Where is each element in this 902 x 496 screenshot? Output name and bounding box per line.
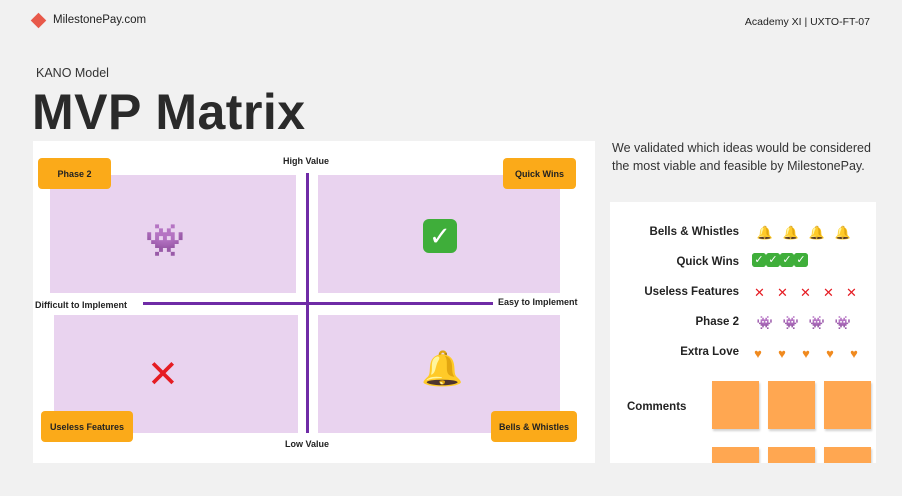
section-eyebrow: KANO Model [36,66,109,80]
legend-row-quick-wins: Quick Wins ✓ ✓ ✓ ✓ [610,253,876,273]
horizontal-axis [143,302,493,305]
cross-mark-icon: ✕ [800,285,811,300]
bell-icon: 🔔 [756,225,774,240]
sticky-note[interactable] [712,447,759,463]
bell-icon: 🔔 [808,225,826,240]
page-title: MVP Matrix [32,84,306,140]
legend-label: Extra Love [680,346,739,358]
mvp-matrix: High Value Low Value Difficult to Implem… [33,141,595,463]
check-mark-glyph: ✓ [794,253,808,267]
legend-row-useless-features: Useless Features ✕ ✕ ✕ ✕ ✕ [610,283,876,303]
cross-mark-icon: ✕ [147,354,179,396]
check-mark-icon: ✓ [423,219,457,253]
bell-icon: 🔔 [421,350,464,388]
tag-phase-2: Phase 2 [38,158,111,189]
tag-bells-whistles: Bells & Whistles [491,411,577,442]
check-mark-icon: ✓ [766,253,780,267]
alien-monster-icon: 👾 [808,315,826,330]
tag-quick-wins: Quick Wins [503,158,576,189]
brand-logo[interactable]: MilestonePay.com [30,12,147,28]
heart-icon: ♥ [754,345,762,361]
legend-label: Bells & Whistles [649,226,739,238]
sticky-note[interactable] [768,447,815,463]
legend-label: Quick Wins [676,256,739,268]
alien-monster-icon: 👾 [145,222,185,258]
heart-icon: ♥ [778,345,786,361]
axis-label-easy: Easy to Implement [498,297,578,307]
legend-label: Phase 2 [695,316,739,328]
axis-label-high-value: High Value [283,156,330,166]
cross-mark-icon: ✕ [754,285,765,300]
cross-mark-icon: ✕ [846,285,857,300]
sticky-note[interactable] [824,381,871,429]
axis-label-low-value: Low Value [285,439,330,449]
legend-row-bells-whistles: Bells & Whistles 🔔 🔔 🔔 🔔 [610,223,876,243]
quadrant-phase-2 [50,175,296,293]
heart-icon: ♥ [802,345,810,361]
axis-label-difficult: Difficult to Implement [35,300,127,310]
check-mark-glyph: ✓ [752,253,766,267]
sticky-note[interactable] [824,447,871,463]
diamond-logo-icon [30,12,47,28]
cross-mark-icon: ✕ [823,285,834,300]
legend-icons: ✓ ✓ ✓ ✓ [752,253,808,267]
heart-icon: ♥ [850,345,858,361]
heart-icon: ♥ [826,345,834,361]
legend-icons: 👾 👾 👾 👾 [752,313,856,333]
alien-monster-icon: 👾 [756,315,774,330]
legend-icons: ✕ ✕ ✕ ✕ ✕ [748,283,863,303]
bell-icon: 🔔 [834,225,852,240]
alien-monster-icon: 👾 [782,315,800,330]
legend-icons: 🔔 🔔 🔔 🔔 [752,223,856,243]
alien-monster-icon: 👾 [834,315,852,330]
legend-icons: ♥ ♥ ♥ ♥ ♥ [746,343,866,363]
description-text: We validated which ideas would be consid… [612,141,871,173]
bell-icon: 🔔 [782,225,800,240]
check-mark-glyph: ✓ [780,253,794,267]
legend-row-extra-love: Extra Love ♥ ♥ ♥ ♥ ♥ [610,343,876,363]
course-code: Academy XI | UXTO-FT-07 [744,16,870,28]
check-mark-icon: ✓ [794,253,808,267]
cross-mark-icon: ✕ [777,285,788,300]
tag-useless-features: Useless Features [41,411,133,442]
check-mark-icon: ✓ [752,253,766,267]
check-mark-glyph: ✓ [766,253,780,267]
comments-label: Comments [627,401,687,413]
sticky-note[interactable] [768,381,815,429]
brand-name: MilestonePay.com [53,14,147,26]
legend-row-phase-2: Phase 2 👾 👾 👾 👾 [610,313,876,333]
legend-label: Useless Features [644,286,739,298]
sticky-note[interactable] [712,381,759,429]
check-mark-icon: ✓ [780,253,794,267]
legend-panel: Bells & Whistles 🔔 🔔 🔔 🔔 Quick Wins ✓ ✓ … [610,202,876,463]
